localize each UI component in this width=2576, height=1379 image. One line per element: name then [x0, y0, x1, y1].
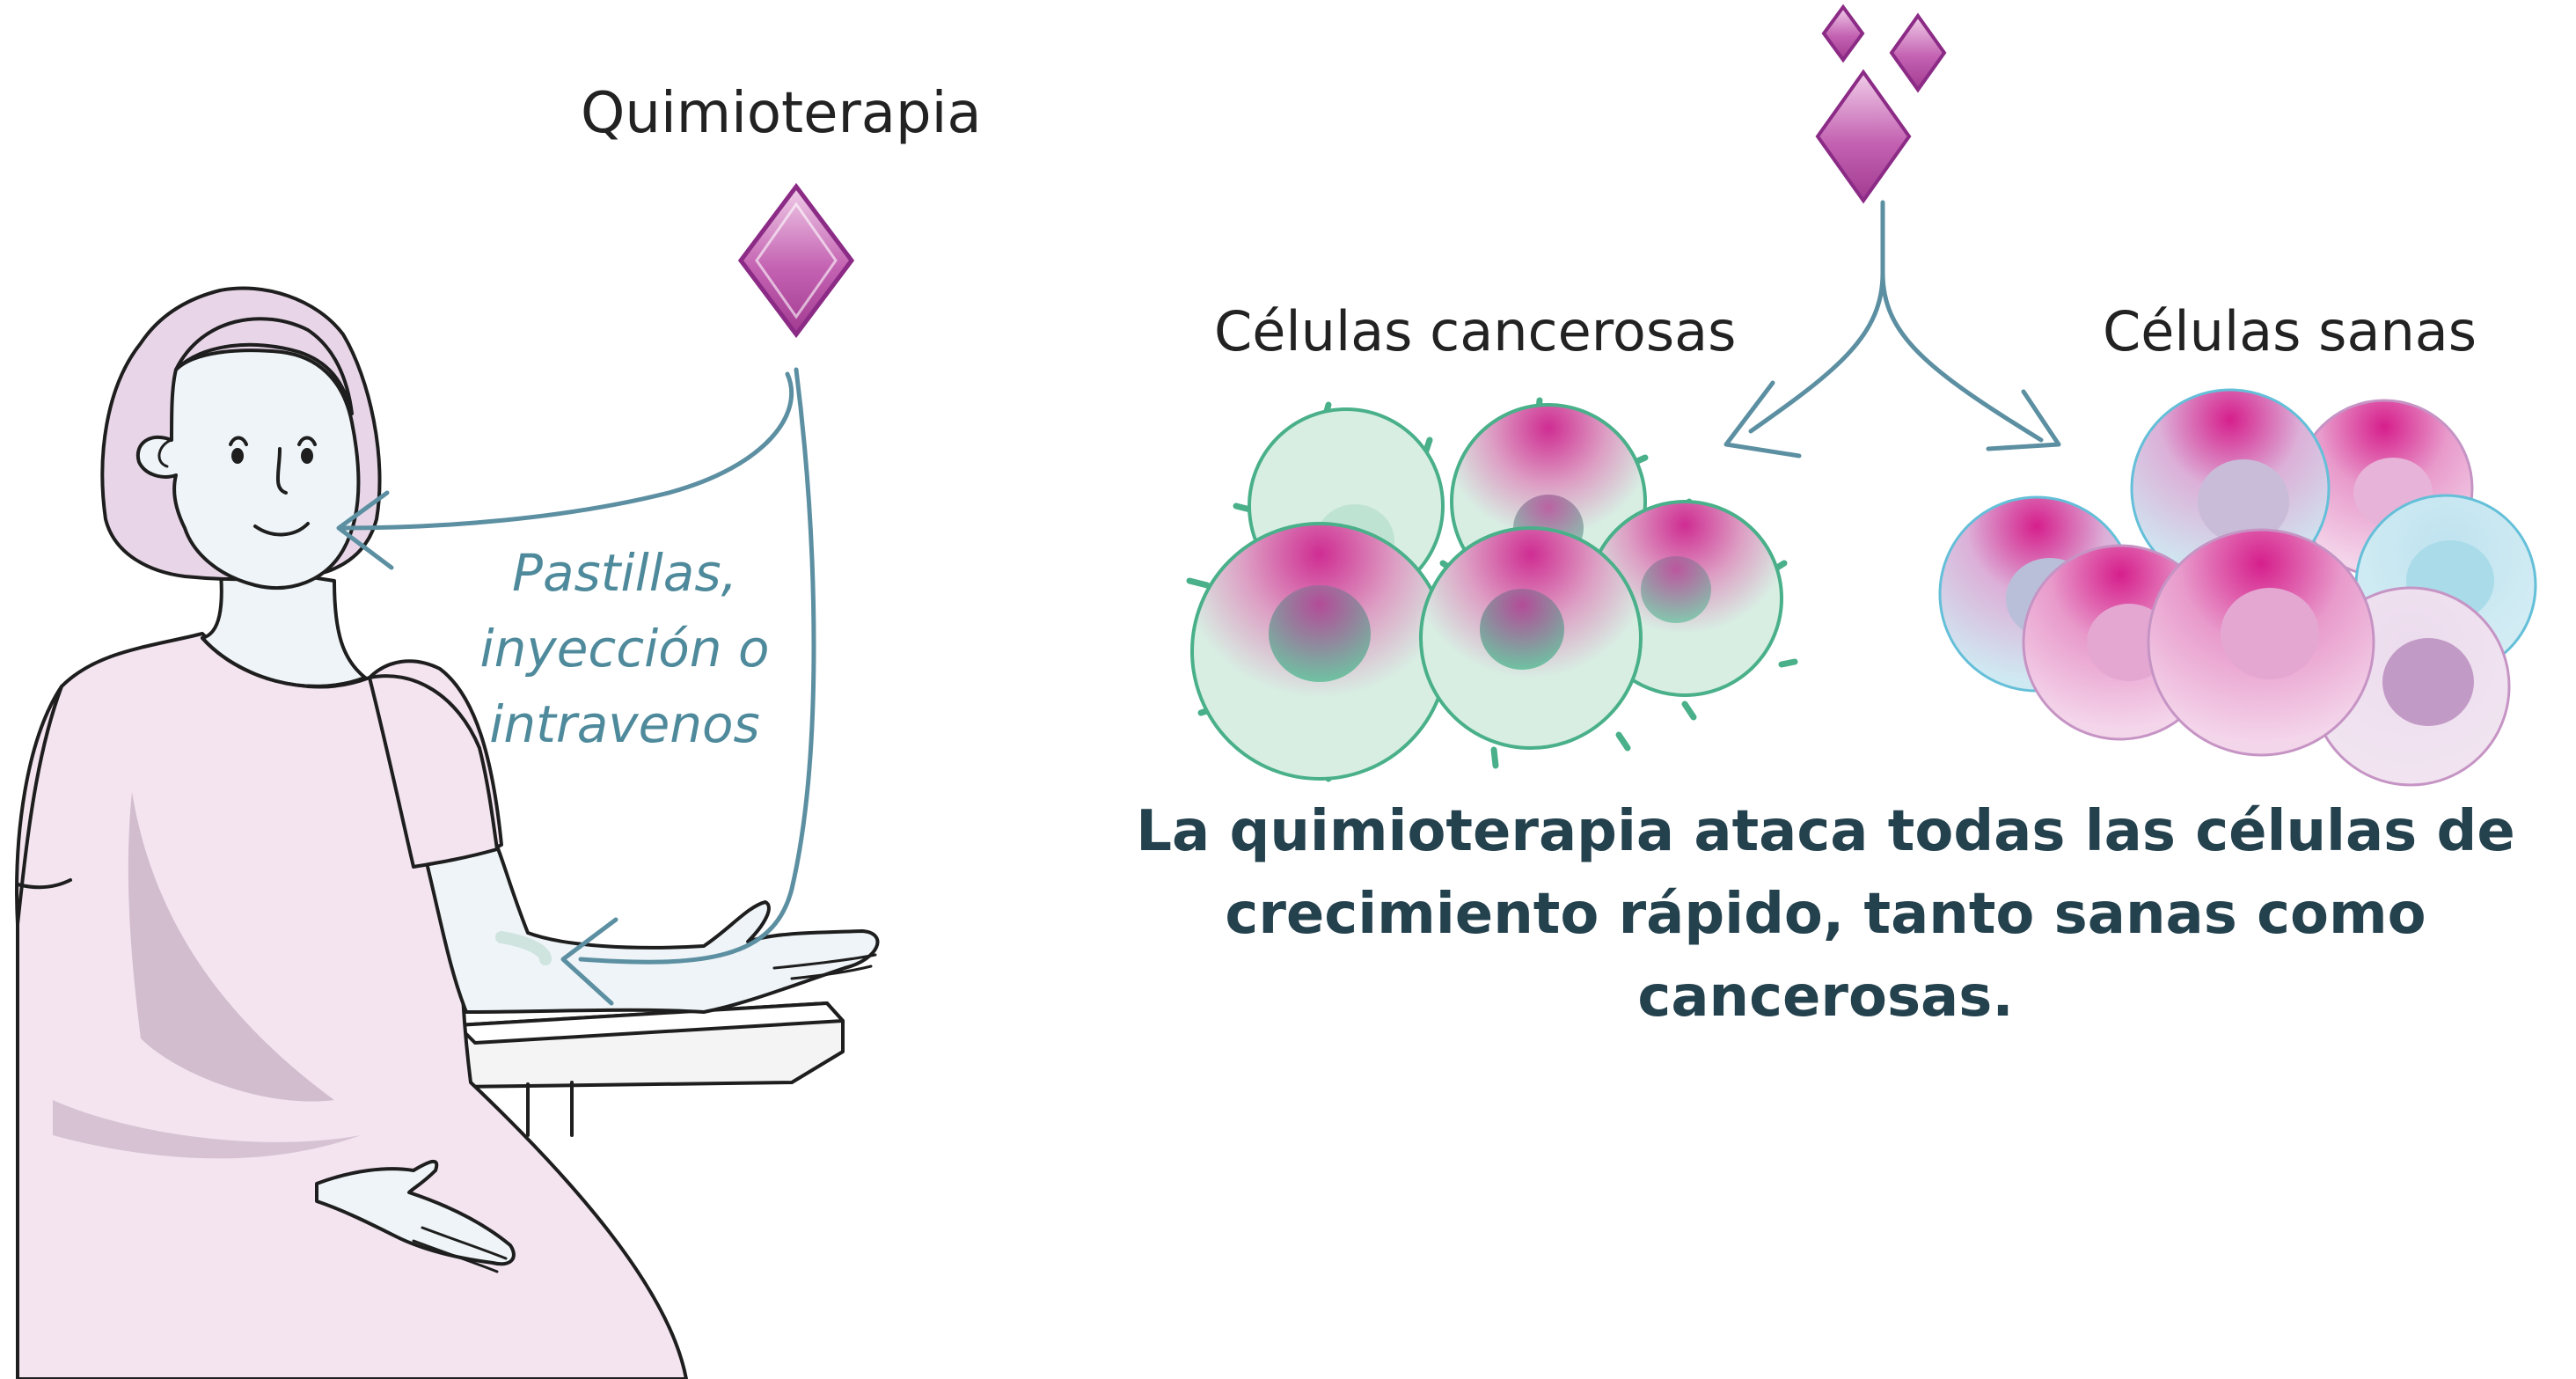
administration-methods-label: Pastillas, inyección o intravenos	[457, 535, 792, 762]
drug-diamond-main	[737, 182, 855, 339]
chair-armrest	[456, 1001, 845, 1137]
mouth	[253, 522, 310, 537]
drug-diamonds-small	[1815, 4, 1947, 204]
arrowhead-arm	[560, 917, 618, 1006]
eye-left	[229, 436, 248, 446]
patient-figure	[15, 286, 880, 1379]
arrow-to-arm	[578, 367, 816, 965]
dress-shadow-2	[53, 1100, 361, 1159]
patient-hand-lap	[315, 1159, 516, 1266]
method-line-1: Pastillas,	[511, 543, 737, 603]
cancer-cell-cluster	[1186, 397, 1798, 782]
arrow-to-mouth	[340, 371, 794, 531]
healthy-cell	[2147, 528, 2375, 757]
cancer-cell	[1190, 522, 1449, 781]
route-arrows	[336, 367, 816, 1006]
eye-right	[297, 436, 317, 446]
sleeve	[368, 674, 499, 869]
chemotherapy-label: Quimioterapia	[581, 81, 982, 146]
cancer-cell	[1419, 526, 1643, 750]
method-line-2: inyección o	[479, 619, 770, 678]
arrowhead-mouth	[336, 490, 394, 570]
dress-shadow	[128, 792, 334, 1102]
explanation-caption: La quimioterapia ataca todas las células…	[1136, 799, 2515, 1030]
healthy-cell-cluster	[1938, 388, 2537, 787]
patient-arm	[421, 834, 880, 1014]
split-arrows	[1723, 200, 2061, 458]
method-line-3: intravenos	[489, 694, 760, 754]
nose	[275, 447, 288, 495]
cancer-cells-label: Células cancerosas	[1214, 299, 1737, 363]
healthy-cells-label: Células sanas	[2103, 299, 2477, 363]
